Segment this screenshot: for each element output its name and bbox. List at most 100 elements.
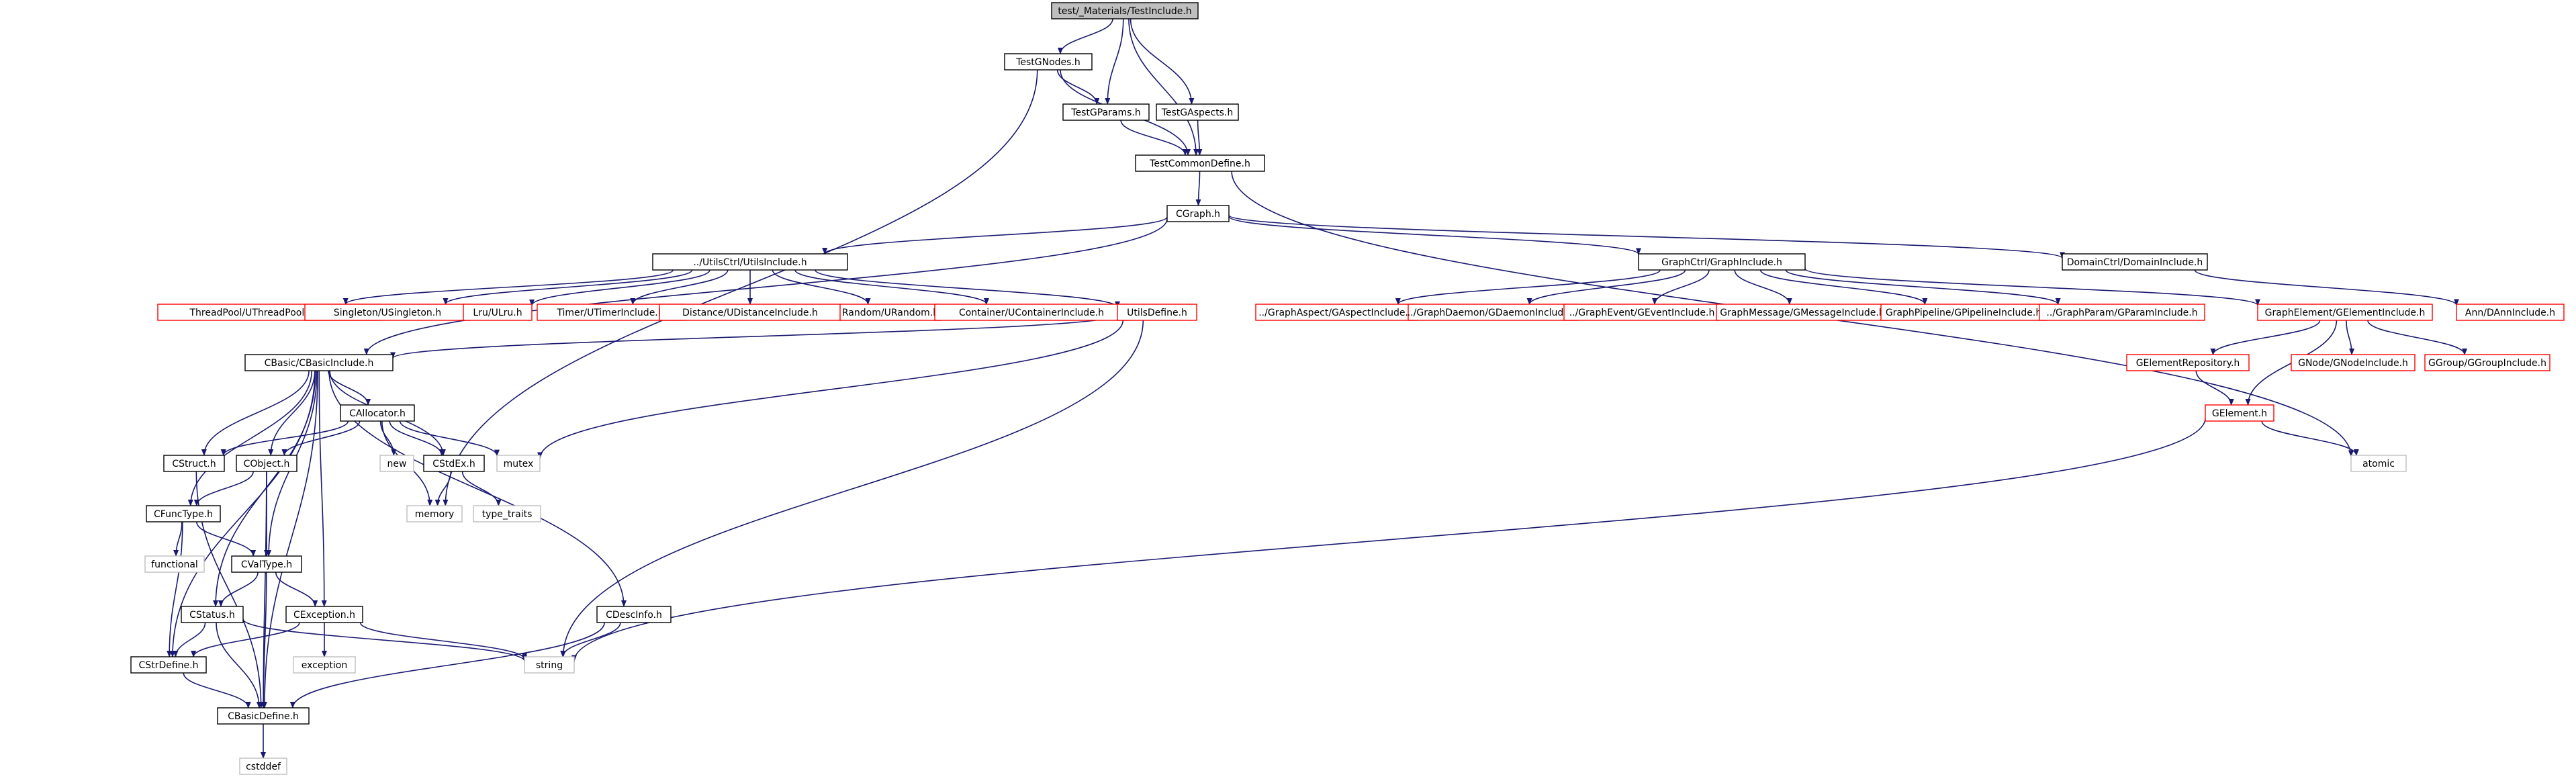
node-label-gpipelineinc: GraphPipeline/GPipelineInclude.h [1886,308,2041,318]
edge-gelementrepo-to-gelement [2195,370,2234,406]
node-gelementrepo[interactable]: GElementRepository.h [2126,354,2250,371]
node-box-cstrdefine [130,656,207,674]
node-box-cvaltype [231,555,302,573]
node-cstddef: cstddef [239,758,287,775]
edge-cstatus-to-string [242,619,527,662]
node-callocator[interactable]: CAllocator.h [340,404,415,422]
node-label-anninc: Ann/DAnnInclude.h [2465,308,2555,318]
edge-cfunctype-to-cstrdefine [167,521,183,657]
node-box-ggroupinc [2424,354,2550,371]
edge-cbasicinclude-to-cbasicdefine [261,370,318,709]
edge-utilsinclude-to-lru [529,269,710,306]
node-gparams[interactable]: TestGParams.h [1062,103,1150,121]
node-box-gparams [1062,103,1150,121]
edge-cbasicinclude-to-cexception [318,370,327,607]
node-cfunctype[interactable]: CFuncType.h [146,505,221,522]
edge-utilsinclude-to-singleton [443,269,693,305]
node-cbasicdefine[interactable]: CBasicDefine.h [217,707,310,725]
edge-gelementinc-to-gelementrepo [2210,320,2321,355]
node-graphinclude[interactable]: GraphCtrl/GraphInclude.h [1638,253,1806,271]
node-label-cexception: CException.h [293,610,355,621]
node-box-callocator [340,404,415,422]
edge-gparams-to-commondefine [1120,120,1188,156]
node-lru[interactable]: Lru/ULru.h [463,304,533,321]
edge-gnodes-to-memory [443,69,1038,506]
node-gelementinc[interactable]: GraphElement/GElementInclude.h [2257,304,2433,321]
edge-root-to-gaspects [1130,18,1195,105]
node-random[interactable]: Random/URandom.h [839,304,941,321]
node-label-string: string [536,660,563,671]
node-box-domaininclude [2062,253,2208,271]
node-box-gmessageinc [1716,304,1889,321]
edge-utilsinclude-to-container [794,269,989,305]
node-gaspectinc[interactable]: ../GraphAspect/GAspectInclude.h [1255,304,1418,321]
node-ggroupinc[interactable]: GGroup/GGroupInclude.h [2424,354,2550,371]
node-distance[interactable]: Distance/UDistanceInclude.h [659,304,841,321]
node-box-gparaminc [2039,304,2205,321]
node-domaininclude[interactable]: DomainCtrl/DomainInclude.h [2062,253,2208,271]
node-label-callocator: CAllocator.h [349,408,406,419]
node-cdescinfo[interactable]: CDescInfo.h [596,606,672,623]
node-label-geventinc: ../GraphEvent/GEventInclude.h [1569,308,1715,318]
edge-utilsdefine-to-cbasicinclude [390,314,1118,359]
node-label-cobject: CObject.h [244,459,290,469]
node-box-cstruct [163,455,225,472]
node-cstruct[interactable]: CStruct.h [163,455,225,472]
node-box-gelementinc [2257,304,2433,321]
node-cstrdefine[interactable]: CStrDefine.h [130,656,207,674]
node-gaspects[interactable]: TestGAspects.h [1156,103,1239,121]
node-cstdex[interactable]: CStdEx.h [423,455,485,472]
node-gelement[interactable]: GElement.h [2205,404,2274,422]
edge-graphinclude-to-gmessageinc [1734,269,1792,305]
node-label-cgraph: CGraph.h [1176,209,1220,220]
node-gdaemoninc[interactable]: ../GraphDaemon/GDaemonInclude.h [1408,304,1579,321]
node-label-utilsinclude: ../UtilsCtrl/UtilsInclude.h [693,257,807,268]
node-singleton[interactable]: Singleton/USingleton.h [304,304,471,321]
edge-root-to-commondefine [1128,18,1199,156]
node-label-cbasicinclude: CBasic/CBasicInclude.h [265,358,374,369]
node-gnodeinc[interactable]: GNode/GNodeInclude.h [2291,354,2416,371]
edge-utilsdefine-to-mutex [537,320,1124,459]
node-cobject[interactable]: CObject.h [236,455,297,472]
node-box-cexception [285,606,363,623]
node-utilsdefine[interactable]: UtilsDefine.h [1117,304,1197,321]
node-cgraph[interactable]: CGraph.h [1166,205,1230,222]
node-anninc[interactable]: Ann/DAnnInclude.h [2456,304,2565,321]
edge-cvaltype-to-cbasicdefine [261,572,267,709]
edge-utilsdefine-to-string [560,320,1144,657]
edge-callocator-to-cobject [281,420,361,456]
node-geventinc[interactable]: ../GraphEvent/GEventInclude.h [1563,304,1720,321]
node-box-cobject [236,455,297,472]
edge-cexception-to-cstrdefine [191,622,300,657]
node-box-anninc [2456,304,2565,321]
edge-callocator-to-cstdex [389,420,445,456]
node-commondefine[interactable]: TestCommonDefine.h [1135,154,1265,172]
node-cvaltype[interactable]: CValType.h [231,555,302,573]
edge-cobject-to-cfunctype [193,471,254,506]
node-cbasicinclude[interactable]: CBasic/CBasicInclude.h [244,354,394,371]
node-container[interactable]: Container/UContainerInclude.h [934,304,1129,321]
node-label-cstddef: cstddef [246,762,281,772]
node-cstatus[interactable]: CStatus.h [181,606,244,623]
node-box-cbasicdefine [217,707,310,725]
node-atomic: atomic [2350,455,2407,472]
node-label-gparams: TestGParams.h [1070,107,1140,118]
node-box-container [934,304,1129,321]
node-cexception[interactable]: CException.h [285,606,363,623]
node-label-timer: Timer/UTimerInclude.h [556,308,663,318]
edge-cvaltype-to-cexception [275,572,318,607]
node-box-cstatus [181,606,244,623]
node-gparaminc[interactable]: ../GraphParam/GParamInclude.h [2039,304,2205,321]
nodes-layer: test/_Materials/TestInclude.hTestGNodes.… [130,2,2565,775]
node-label-gelementinc: GraphElement/GElementInclude.h [2265,308,2426,318]
node-gnodes[interactable]: TestGNodes.h [1004,53,1093,71]
node-utilsinclude[interactable]: ../UtilsCtrl/UtilsInclude.h [652,253,848,271]
node-box-gaspects [1156,103,1239,121]
edge-graphinclude-to-gparaminc [1785,269,2061,305]
node-gmessageinc[interactable]: GraphMessage/GMessageInclude.h [1716,304,1889,321]
edge-cgraph-to-utilsinclude [822,216,1168,255]
edge-cstdex-to-memory [434,471,452,506]
node-label-gnodeinc: GNode/GNodeInclude.h [2298,358,2408,369]
edge-gelement-to-string [571,418,2206,662]
node-gpipelineinc[interactable]: GraphPipeline/GPipelineInclude.h [1880,304,2047,321]
